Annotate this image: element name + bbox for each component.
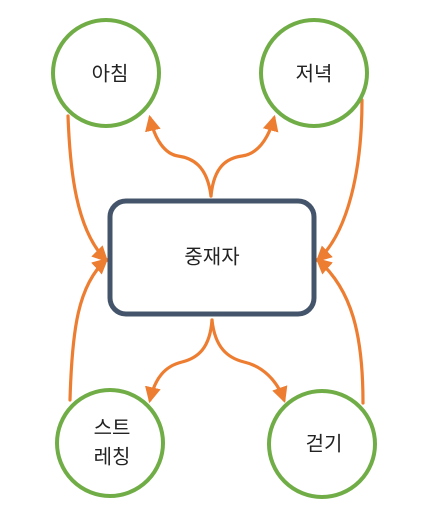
arrow-evening-to-center	[315, 98, 364, 263]
walking-label: 걷기	[306, 432, 343, 456]
evening-node	[259, 18, 369, 128]
stretching-node	[55, 388, 165, 498]
arrow-center-to-walking	[210, 318, 288, 404]
arrow-walking-to-center	[315, 257, 365, 405]
evening-label: 저녁	[296, 62, 333, 86]
arrow-center-to-stretching	[145, 318, 214, 404]
stretching-label-line1: 스트	[94, 416, 131, 440]
mediator-box	[107, 198, 317, 317]
morning-node	[51, 18, 161, 128]
stretching-label-line2: 레칭	[94, 445, 131, 469]
walking-node	[267, 389, 377, 499]
arrow-center-to-evening	[209, 114, 279, 198]
arrow-stretching-to-center	[68, 257, 109, 402]
arrow-center-to-morning	[145, 114, 213, 198]
arrows	[66, 98, 365, 405]
arrow-morning-to-center	[66, 114, 109, 263]
mediator-label: 중재자	[184, 245, 239, 269]
morning-label: 아침	[92, 62, 129, 86]
